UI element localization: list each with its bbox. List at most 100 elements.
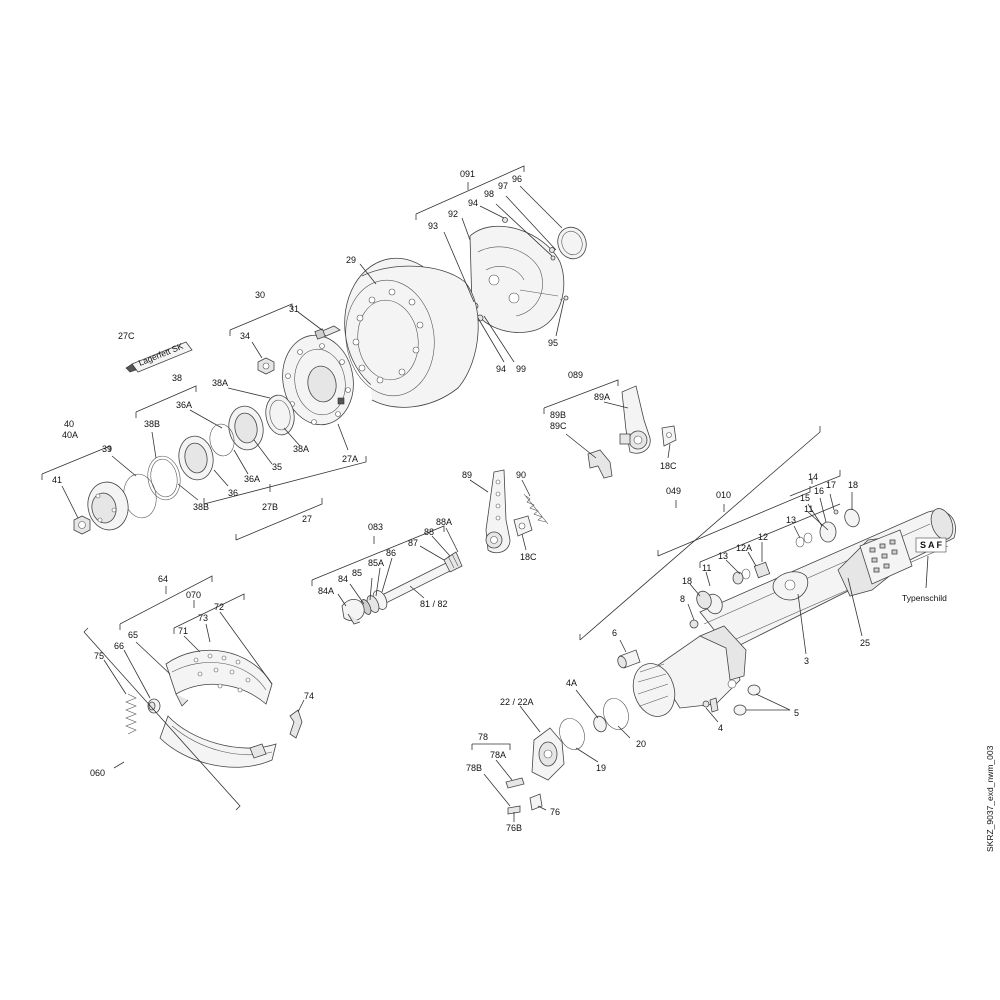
slack-adjuster-89 [485,469,511,554]
label-typenschild: Typenschild [902,593,947,603]
spring-90 [523,493,549,525]
grease-nipple-78 [505,777,543,815]
label-92: 92 [448,209,458,219]
label-86: 86 [386,548,396,558]
spring-clip-74 [289,709,303,739]
label-19: 19 [596,763,606,773]
label-27b: 27B [262,502,278,512]
label-85: 85 [352,568,362,578]
label-38a-bottom: 38A [293,444,309,454]
label-90: 90 [516,470,526,480]
label-38a-top: 38A [212,378,228,388]
label-84a: 84A [318,586,334,596]
roller-66 [147,698,161,714]
label-66: 66 [114,641,124,651]
wheel-stud-31 [314,325,341,340]
label-18c-top: 18C [660,461,677,471]
label-93: 93 [428,221,438,231]
grease-tube-27c: Lagerfett SK [125,341,193,373]
bush-6 [617,649,641,669]
label-11-left: 11 [702,563,711,573]
label-40: 40 [64,419,74,429]
label-76: 76 [550,807,560,817]
label-89b: 89B [550,410,566,420]
label-060: 060 [90,768,105,778]
label-96: 96 [512,174,522,184]
label-71: 71 [178,626,188,636]
label-36: 36 [228,488,238,498]
brake-shoe-upper-070 [165,649,273,707]
drawing-id: SKRZ_9037_exd_nwm_003 [985,745,995,852]
label-20: 20 [636,739,646,749]
label-81-82: 81 / 82 [420,599,448,609]
brake-chamber-bracket-22 [531,727,565,781]
label-94-bottom: 94 [496,364,506,374]
label-049: 049 [666,486,681,496]
label-18c-bottom: 18C [520,552,537,562]
camshaft-bearing-stack-14 [696,508,860,615]
label-16: 16 [814,486,824,496]
label-14: 14 [808,472,818,482]
label-083: 083 [368,522,383,532]
brake-spider-axle-end [632,619,747,717]
label-85a: 85A [368,558,384,568]
spring-seat-3 [772,571,809,601]
label-98: 98 [484,189,494,199]
label-010: 010 [716,490,731,500]
label-18-right: 18 [848,480,858,490]
label-89c: 89C [550,421,567,431]
label-4a: 4A [566,678,577,688]
label-89: 89 [462,470,472,480]
label-89a: 89A [594,392,610,402]
type-plate-bracket-25: SAF [837,529,947,597]
slack-adjuster-89a [619,385,677,454]
label-84: 84 [338,574,348,584]
dust-shield-091 [469,217,587,333]
label-091: 091 [460,169,475,179]
label-34: 34 [240,331,250,341]
label-38: 38 [172,373,182,383]
label-78a: 78A [490,750,506,760]
label-36a-bottom: 36A [244,474,260,484]
label-25: 25 [860,638,870,648]
brake-drum-29 [344,257,479,408]
label-40a: 40A [62,430,78,440]
label-75: 75 [94,651,104,661]
label-39: 39 [102,444,112,454]
label-18-left: 18 [682,576,692,586]
label-99: 99 [516,364,526,374]
bracket-18c-b [513,515,533,537]
label-6: 6 [612,628,617,638]
label-74: 74 [304,691,314,701]
label-72: 72 [214,602,224,612]
label-94-top: 94 [468,198,478,208]
label-78b: 78B [466,763,482,773]
camshaft-81-82 [341,551,463,625]
label-12: 12 [758,532,768,542]
label-13-left: 13 [718,551,728,561]
label-31: 31 [289,304,299,314]
label-76b: 76B [506,823,522,833]
label-35: 35 [272,462,282,472]
clevis-89b [587,449,613,479]
label-27: 27 [302,514,312,524]
label-97: 97 [498,181,508,191]
saf-nameplate-logo: SAF [920,540,944,550]
bearing-set [147,394,295,501]
label-8: 8 [680,594,685,604]
label-13-right: 13 [786,515,796,525]
label-12a: 12A [736,543,752,553]
label-4: 4 [718,723,723,733]
label-30: 30 [255,290,265,300]
label-78: 78 [478,732,488,742]
o-rings-5 [733,684,761,716]
label-87: 87 [408,538,418,548]
hub-cap-40 [87,473,157,531]
label-15: 15 [800,493,810,503]
label-070: 070 [186,590,201,600]
label-88a: 88A [436,517,452,527]
label-29: 29 [346,255,356,265]
label-5: 5 [794,708,799,718]
label-95: 95 [548,338,558,348]
return-spring-75 [125,693,137,735]
